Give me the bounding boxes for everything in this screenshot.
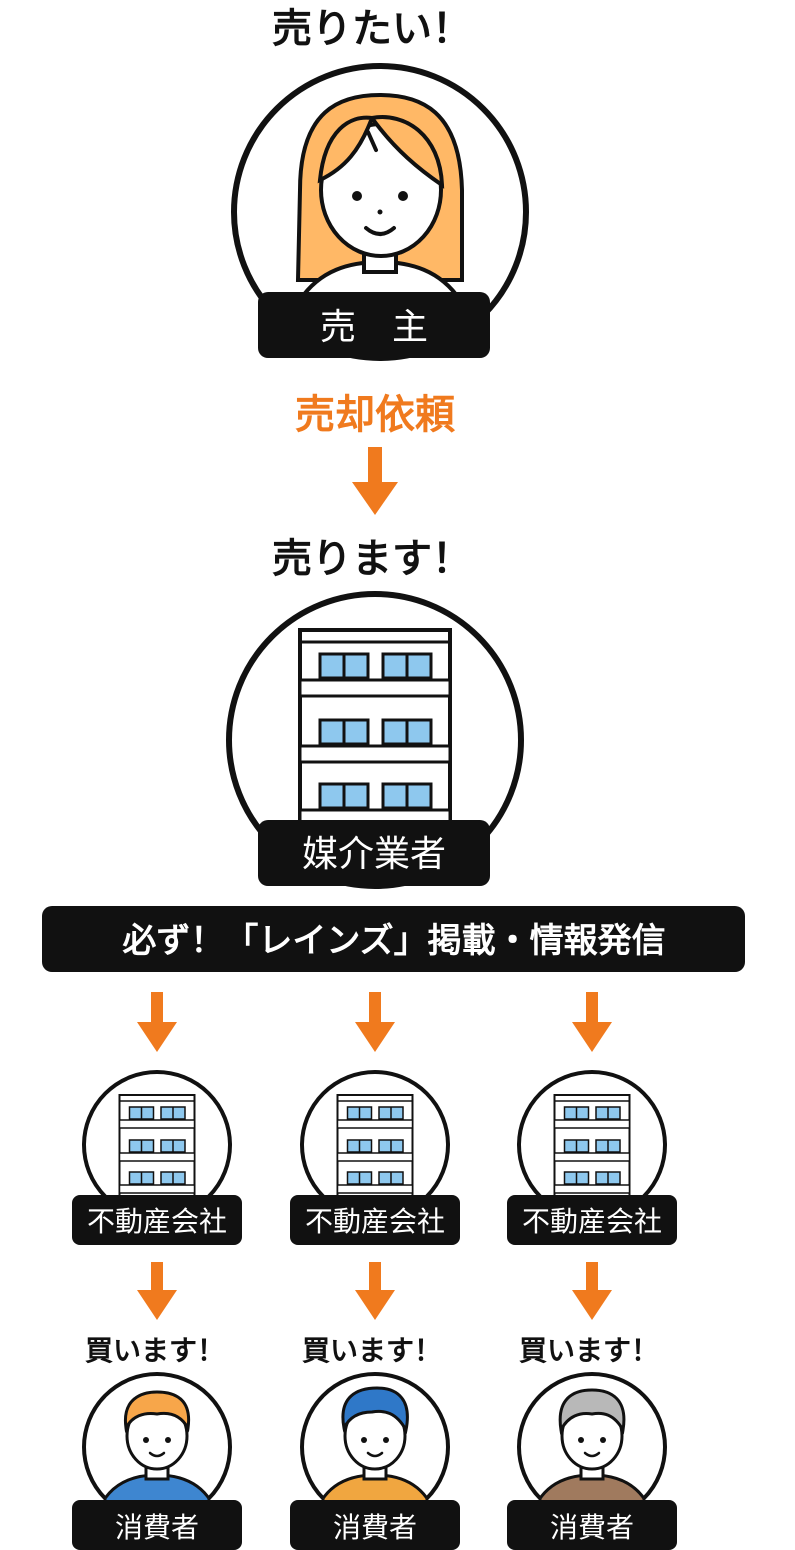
seller-callout: 売りたい！ [272,6,472,52]
broker-label-box [258,820,490,886]
broker-callout: 売ります！ [272,536,472,582]
buyer-label: 消費者 [333,1511,417,1544]
buyer-callout: 買います！ [85,1334,225,1367]
reins-banner-box [42,906,745,972]
buyer-label: 消費者 [550,1511,634,1544]
seller-label-box [258,292,490,358]
reins-banner: 必ず！「レインズ」掲載・情報発信 [122,921,665,961]
buyer-callout: 買います！ [519,1334,659,1367]
buyer-column-1: 買います！ 消費者 [72,1262,242,1550]
arrow-down-icon [355,1262,395,1320]
buyer-avatar [93,1390,221,1520]
agency-column-2: 不動産会社 [290,992,460,1245]
arrow-down-icon [355,992,395,1052]
arrow-down-icon [137,992,177,1052]
arrow-down-icon [572,992,612,1052]
seller-label: 売 主 [320,307,428,348]
agency-label: 不動産会社 [87,1205,227,1238]
agency-label: 不動産会社 [522,1205,662,1238]
seller-avatar [231,63,529,361]
buyer-label: 消費者 [115,1511,199,1544]
broker-label: 媒介業者 [302,834,446,875]
arrow-down-icon [137,1262,177,1320]
buyer-column-2: 買います！ 消費者 [290,1262,460,1550]
agency-column-3: 不動産会社 [507,992,677,1245]
agency-column-1: 不動産会社 [72,992,242,1245]
agency-label: 不動産会社 [305,1205,445,1238]
buyer-column-3: 買います！ 消費者 [507,1262,677,1550]
request-label: 売却依頼 [295,392,456,438]
buyer-callout: 買います！ [302,1334,442,1367]
arrow-down-icon [352,447,398,515]
arrow-down-icon [572,1262,612,1320]
